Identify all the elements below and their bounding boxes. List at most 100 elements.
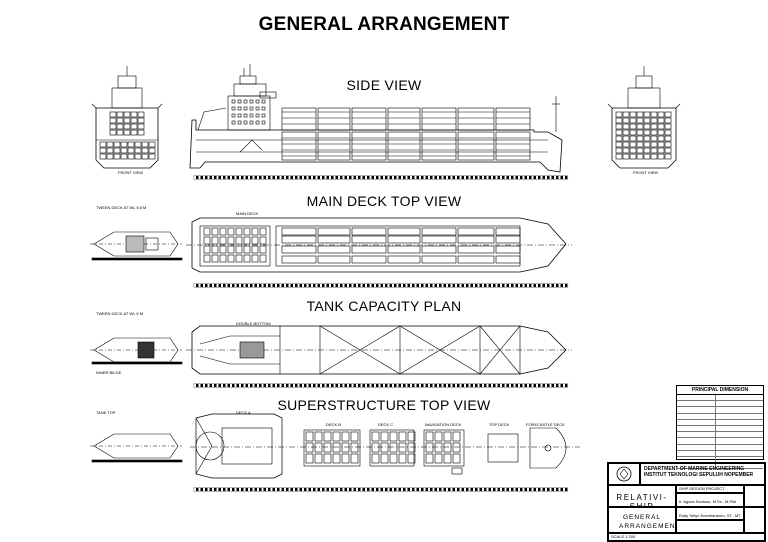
frame-tick: [549, 176, 552, 179]
side-view-cargo-holds: [281, 107, 531, 161]
department-name: DEPARTMENT OF MARINE ENGINEERING: [644, 466, 745, 472]
deck-container-stack: [317, 107, 351, 131]
container-cell: [622, 117, 630, 124]
room: [259, 254, 267, 263]
frame-tick: [464, 488, 466, 491]
window: [243, 106, 248, 111]
frame-tick: [491, 176, 493, 179]
frame-tick: [225, 384, 228, 387]
frame-tick: [351, 488, 354, 491]
hatch-cover: [281, 255, 317, 264]
container-cell: [636, 123, 644, 130]
hatch-cover: [495, 235, 521, 244]
container-cell: [615, 153, 623, 160]
navigation-deck-plan: [423, 429, 465, 475]
frame-tick: [477, 284, 480, 287]
cabin: [389, 453, 398, 464]
room: [203, 227, 211, 236]
frame-tick: [536, 384, 538, 387]
label-deck-b: DECK B: [326, 422, 341, 427]
container-cell: [650, 111, 658, 118]
frame-tick: [500, 384, 502, 387]
cabin: [434, 453, 443, 464]
frame-tick: [293, 488, 295, 491]
container-cell: [123, 129, 131, 136]
small-scale-bar: [91, 459, 183, 463]
frame-tick: [473, 488, 475, 491]
frame-tick: [473, 284, 475, 287]
container-cell: [113, 147, 121, 154]
container-cell: [657, 153, 665, 160]
frame-tick: [495, 176, 498, 179]
container-cell: [127, 153, 135, 160]
container-cell: [664, 123, 672, 130]
hatch-cover: [495, 255, 521, 264]
frame-tick: [486, 176, 489, 179]
title-block: DEPARTMENT OF MARINE ENGINEERING INSTITU…: [607, 462, 766, 542]
frame-tick: [302, 488, 304, 491]
frame-tick: [261, 176, 264, 179]
frame-tick: [239, 384, 241, 387]
frame-tick: [198, 176, 201, 179]
frame-tick: [428, 284, 430, 287]
deck-container-stack: [421, 107, 457, 131]
frame-tick: [428, 176, 430, 179]
frame-tick: [567, 488, 570, 491]
frame-tick: [252, 284, 255, 287]
frame-tick: [432, 284, 435, 287]
cabin: [452, 453, 461, 464]
frame-tick: [387, 176, 390, 179]
frame-scale-bar: [193, 283, 569, 288]
cabin: [332, 431, 341, 442]
frame-tick: [248, 176, 250, 179]
frame-tick: [356, 284, 358, 287]
label-forecastle-deck: FORECASTLE DECK: [526, 422, 565, 427]
frame-tick: [351, 176, 354, 179]
window: [249, 120, 254, 125]
hatch-cover: [421, 235, 457, 244]
room: [235, 227, 243, 236]
frame-tick: [396, 488, 399, 491]
hatch-cover: [421, 227, 457, 236]
pd-value: [716, 407, 763, 412]
frame-tick: [279, 384, 282, 387]
frame-tick: [347, 488, 349, 491]
container-cell: [636, 117, 644, 124]
frame-tick: [230, 176, 232, 179]
hold-container-stack: [387, 131, 421, 161]
frame-tick: [347, 384, 349, 387]
hatch-cover: [351, 235, 387, 244]
frame-tick: [207, 384, 210, 387]
frame-tick: [243, 488, 246, 491]
deck-b-plan: [303, 429, 361, 467]
room: [235, 254, 243, 263]
hatch-cover: [421, 245, 457, 254]
container-cell: [643, 111, 651, 118]
frame-scale-bar: [193, 383, 569, 388]
pd-key: [677, 425, 717, 432]
hatch-cover: [317, 255, 351, 264]
frame-tick: [437, 488, 439, 491]
hold-container-stack: [317, 131, 351, 161]
room: [211, 254, 219, 263]
container-cell: [130, 111, 138, 118]
tank-plan-hull: [186, 325, 572, 375]
frame-tick: [437, 176, 439, 179]
frame-tick: [306, 284, 309, 287]
frame-tick: [230, 488, 232, 491]
container-cell: [622, 129, 630, 136]
container-cell: [120, 147, 128, 154]
frame-tick: [378, 488, 381, 491]
frame-tick: [477, 488, 480, 491]
frame-tick: [486, 384, 489, 387]
label-tank-top: TANK TOP: [96, 410, 116, 415]
container-cell: [643, 123, 651, 130]
frame-tick: [338, 284, 340, 287]
pd-value: [716, 401, 763, 406]
cabin: [425, 442, 434, 453]
container-cell: [636, 147, 644, 154]
frame-tick: [311, 284, 313, 287]
frame-tick: [288, 176, 291, 179]
frame-tick: [464, 284, 466, 287]
cabin: [332, 453, 341, 464]
